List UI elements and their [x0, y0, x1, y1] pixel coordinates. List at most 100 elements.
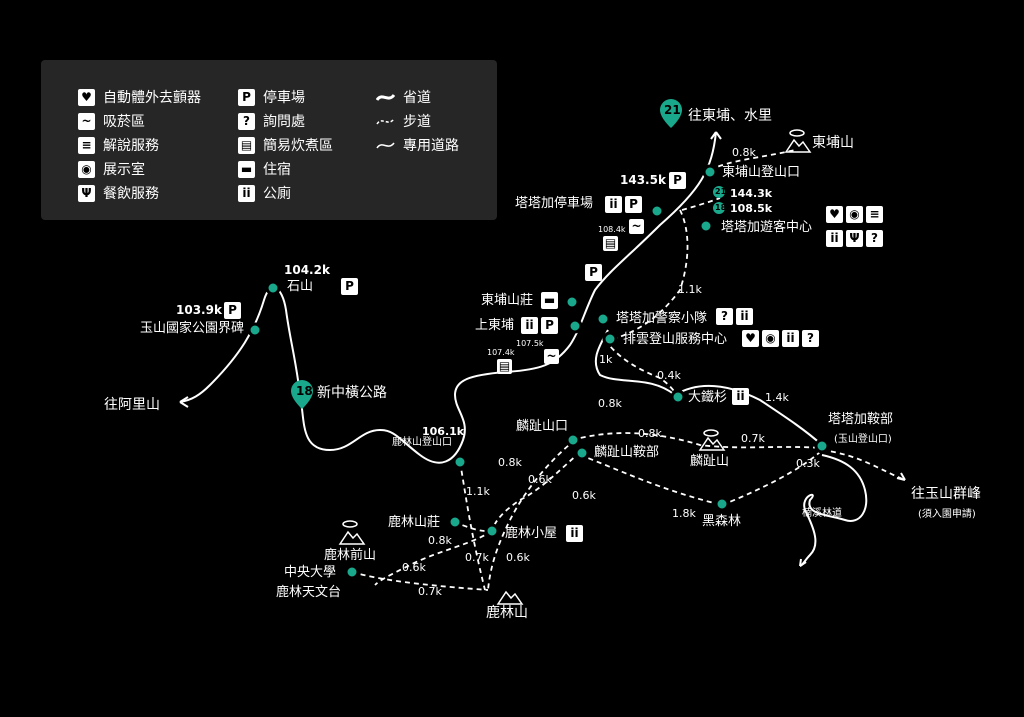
exhibition-icon: ◉	[846, 206, 863, 223]
km-104-2: 104.2k	[284, 263, 330, 277]
facility-group-143k: P	[669, 172, 686, 189]
route-pin-18	[291, 380, 313, 409]
aed-icon: ♥	[826, 206, 843, 223]
provincial-road-icon	[376, 93, 395, 101]
aed-icon: ♥	[78, 88, 95, 106]
place-lulin-observatory: 鹿林天文台	[276, 585, 342, 600]
legend-private-road: 專用道路	[376, 135, 459, 155]
facility-group-boundary: P	[224, 302, 241, 319]
poi-dot	[447, 514, 463, 530]
place-dongpu-lodge: 東埔山莊	[481, 293, 534, 308]
facility-group-shangdongpu: ii P	[521, 317, 558, 334]
poi-dot	[574, 445, 590, 461]
facility-group-visitor-center-row2: ii Ψ ?	[826, 230, 883, 247]
parking-icon: P	[625, 196, 642, 213]
parking-icon: P	[224, 302, 241, 319]
interpretation-icon: ≡	[78, 136, 95, 154]
mountain-icon-lulin-front	[338, 530, 366, 545]
poi-dot	[567, 318, 583, 334]
place-lulin-trailhead: 鹿林山登山口	[392, 437, 452, 448]
toilet-icon: ii	[732, 388, 749, 405]
poi-dot	[484, 523, 500, 539]
legend-info: ?詢問處	[238, 111, 305, 131]
legend-trail: 步道	[376, 111, 431, 131]
nanxi-forest-road	[799, 454, 868, 567]
smoking-icon: ~	[629, 219, 644, 234]
facility-group-smoking-2: ~	[544, 349, 559, 364]
place-ncu: 中央大學	[284, 565, 337, 580]
distance-label: 0.6k	[572, 489, 596, 502]
place-linzhi-trailhead: 麟趾山口	[516, 419, 569, 434]
route-21-number: 21	[664, 103, 681, 117]
route-21-small-number: 21	[715, 187, 727, 196]
facility-group-smoking-1: ~	[629, 219, 644, 234]
facility-group-lulin-cabin: ii	[566, 525, 583, 542]
route-21-destination: 往東埔、水里	[688, 108, 772, 124]
toilet-icon: ii	[238, 184, 255, 202]
route-pin-21	[660, 99, 682, 128]
distance-label: 1.1k	[678, 283, 702, 296]
cooking-icon: ▤	[603, 236, 618, 251]
poi-dot	[452, 454, 468, 470]
trail-icon	[376, 117, 395, 124]
distance-label: 0.8k	[638, 427, 662, 440]
dining-icon: Ψ	[78, 184, 95, 202]
distance-label: 1.4k	[765, 391, 789, 404]
place-police: 塔塔加警察小隊	[616, 311, 708, 326]
place-lulin-mt: 鹿林山	[486, 605, 528, 621]
to-yushan-note: (須入園申請)	[918, 509, 976, 520]
toilet-icon: ii	[782, 330, 799, 347]
place-lulin-lodge: 鹿林山莊	[388, 515, 441, 530]
facility-group-dongpu-lodge: ▬	[541, 292, 558, 309]
mountain-icon-lulin	[496, 590, 524, 605]
km-108-4: 108.4k	[598, 225, 626, 234]
parking-icon: P	[541, 317, 558, 334]
km-144-3: 144.3k	[730, 187, 773, 200]
facility-group-police: ? ii	[716, 308, 753, 325]
place-dongpu-trailhead: 東埔山登山口	[722, 165, 801, 180]
distance-label: 0.7k	[741, 432, 765, 445]
toilet-icon: ii	[521, 317, 538, 334]
place-dongpu-mt: 東埔山	[812, 135, 854, 151]
distance-label: 0.8k	[498, 456, 522, 469]
facility-group-shishan: P	[341, 278, 358, 295]
km-143-5: 143.5k	[620, 173, 666, 187]
toilet-icon: ii	[605, 196, 622, 213]
mountain-icon-linzhi	[698, 436, 726, 451]
poi-dot	[565, 432, 581, 448]
km-107-4: 107.4k	[487, 348, 515, 357]
place-tataka-saddle: 塔塔加鞍部	[828, 412, 894, 427]
distance-label: 0.4k	[657, 369, 681, 382]
legend-cooking: ▤簡易炊煮區	[238, 135, 333, 155]
parking-icon: P	[669, 172, 686, 189]
facility-group-tataka-parking: ii P	[605, 196, 642, 213]
poi-dot	[714, 496, 730, 512]
place-black-forest: 黑森林	[702, 514, 742, 529]
poi-dot	[564, 294, 580, 310]
mountain-icon-dongpu	[784, 138, 812, 153]
info-icon: ?	[716, 308, 733, 325]
info-icon: ?	[802, 330, 819, 347]
poi-dot	[698, 218, 714, 234]
toilet-icon: ii	[736, 308, 753, 325]
toilet-icon: ii	[566, 525, 583, 542]
place-lulin-front: 鹿林前山	[324, 548, 377, 563]
to-yushan-label: 往玉山群峰	[911, 486, 981, 502]
cooking-icon: ▤	[238, 136, 255, 154]
poi-dot	[649, 203, 665, 219]
exhibition-icon: ◉	[78, 160, 95, 178]
distance-label: 0.6k	[528, 473, 552, 486]
place-big-cedar: 大鐵杉	[688, 390, 728, 405]
parking-icon: P	[341, 278, 358, 295]
distance-label: 0.8k	[598, 397, 622, 410]
exhibition-icon: ◉	[762, 330, 779, 347]
place-linzhi-saddle: 麟趾山鞍部	[594, 445, 660, 460]
facility-group-cooking-2: ▤	[497, 359, 512, 374]
legend-exhibition: ◉展示室	[78, 159, 145, 179]
poi-dot	[814, 438, 830, 454]
